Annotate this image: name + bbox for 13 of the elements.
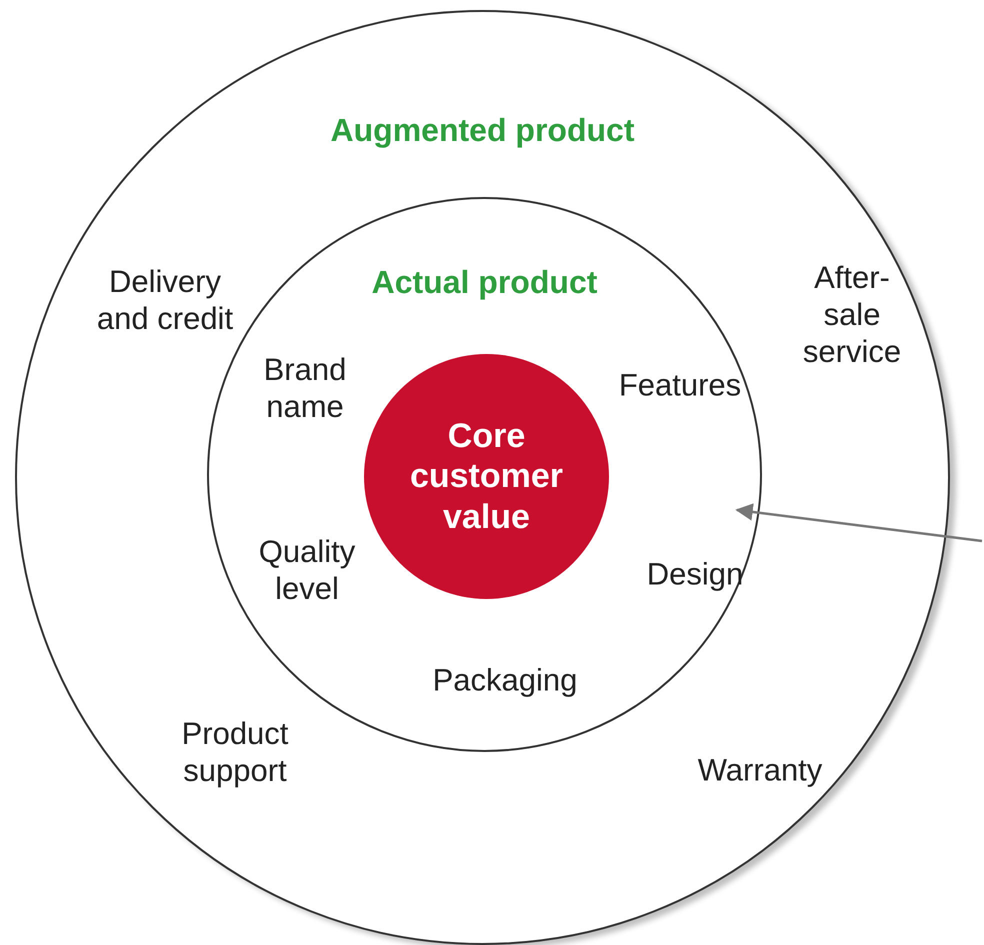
ring-item-label: Product support xyxy=(180,714,290,790)
arrow xyxy=(735,503,982,542)
ring-item-label: After-sale service xyxy=(802,259,902,371)
ring-title: Augmented product xyxy=(330,112,634,149)
ring-item-label: Features xyxy=(618,366,742,404)
ring-item-label: Design xyxy=(646,555,744,593)
ring-title: Actual product xyxy=(372,264,598,301)
ring-item-label: Warranty xyxy=(696,751,824,789)
ring-item-label: Quality level xyxy=(258,532,356,608)
ring-item-label: Packaging xyxy=(432,661,578,699)
core-label: Core customer value xyxy=(408,415,564,538)
ring-item-label: Brand name xyxy=(262,350,348,426)
ring-item-label: Delivery and credit xyxy=(96,262,234,338)
